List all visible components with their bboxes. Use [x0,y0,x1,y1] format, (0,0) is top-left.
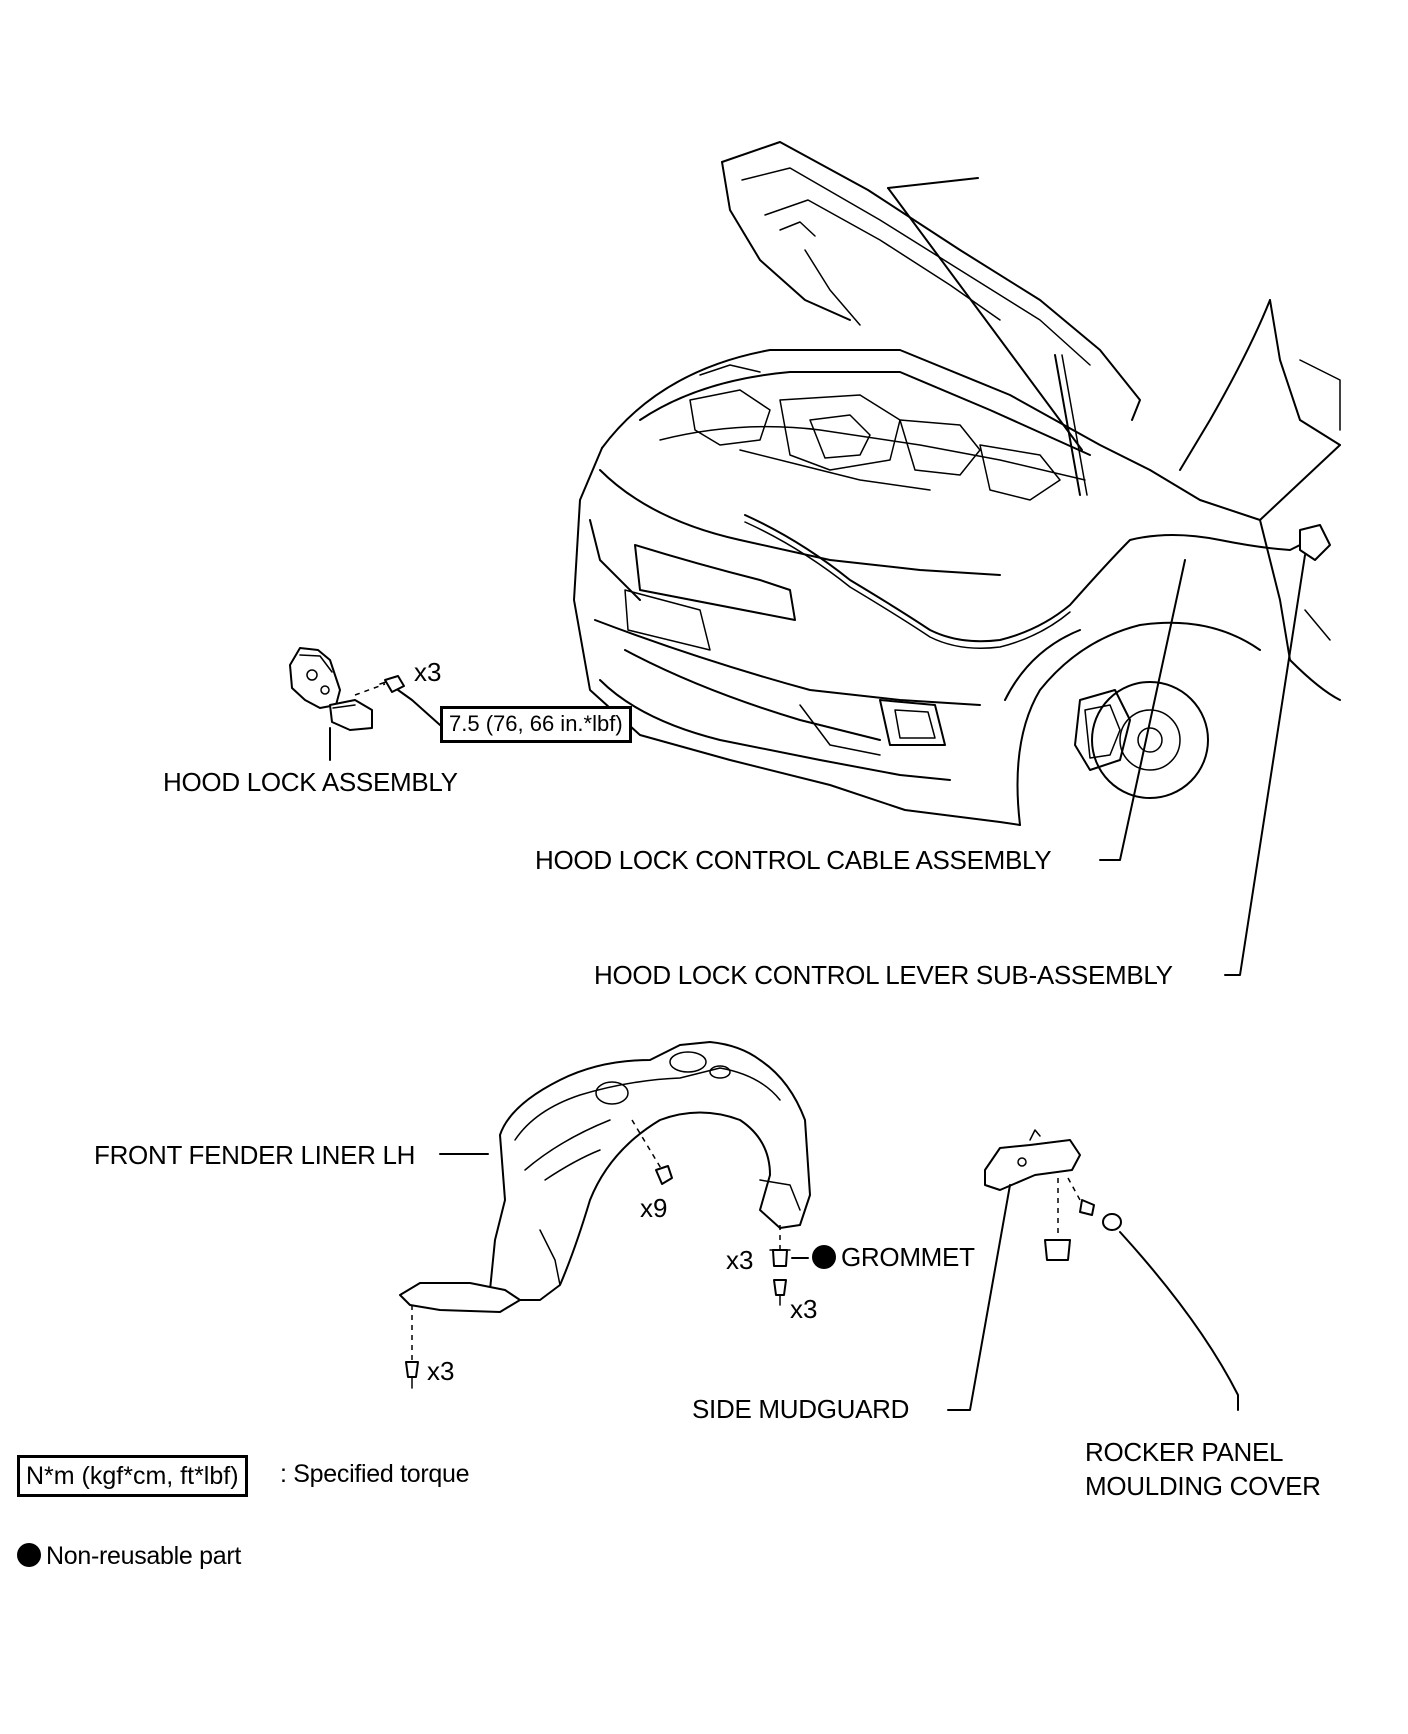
rocker-panel-label-line1: ROCKER PANEL [1085,1437,1284,1467]
legend-non-reusable-text: Non-reusable part [46,1542,242,1570]
grommet-label: GROMMET [812,1242,975,1272]
front-fender-liner-part [399,1041,811,1360]
leader-lines [1099,554,1306,976]
fasteners [405,1165,809,1389]
vehicle-front-illustration [573,141,1341,826]
legend-torque-unit-box: N*m (kgf*cm, ft*lbf) [17,1455,248,1497]
hood-lock-torque-spec: 7.5 (76, 66 in.*lbf) [440,706,632,743]
front-fender-liner-label: FRONT FENDER LINER LH [94,1140,416,1170]
grommet-text: GROMMET [841,1242,975,1272]
fender-clip-qty: x9 [640,1193,668,1223]
side-mudguard-part [947,1129,1239,1411]
hood-lock-assembly-part [289,647,441,761]
non-reusable-dot-icon [812,1245,836,1269]
rocker-panel-label-line2: MOULDING COVER [1085,1471,1321,1501]
grommet-qty: x3 [726,1245,754,1275]
legend-non-reusable: Non-reusable part [17,1541,241,1571]
legend-torque-desc: : Specified torque [280,1460,470,1488]
liner-bottom-screw-qty: x3 [427,1356,455,1386]
side-mudguard-label: SIDE MUDGUARD [692,1394,910,1424]
hood-lock-control-cable-label: HOOD LOCK CONTROL CABLE ASSEMBLY [535,845,1052,875]
screw-qty: x3 [790,1294,818,1324]
hood-lock-assembly-label: HOOD LOCK ASSEMBLY [163,767,458,797]
hood-lock-control-lever-label: HOOD LOCK CONTROL LEVER SUB-ASSEMBLY [594,960,1173,990]
legend-dot-icon [17,1543,41,1567]
hood-lock-bolt-qty: x3 [414,657,442,687]
